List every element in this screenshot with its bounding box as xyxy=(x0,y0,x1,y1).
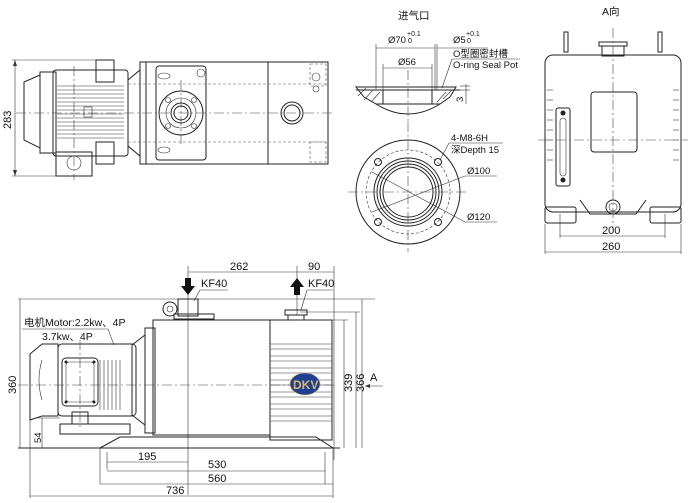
d70-tol-upper: +0.1 xyxy=(407,31,421,38)
d100-label: Ø100 xyxy=(467,166,490,177)
dim-283 xyxy=(12,59,100,177)
inlet-section-detail: 进气口 Ø70 +0.1 0 Ø5 +0.1 0 Ø56 O型圈密封槽 O-ri… xyxy=(354,9,520,122)
nameplate-area xyxy=(590,91,638,153)
inlet-arrow-icon xyxy=(181,278,195,295)
view-a-arrow-label: A xyxy=(370,372,378,384)
dim-736-label: 736 xyxy=(166,485,184,497)
motor-spec-line1: 电机Motor:2.2kw、4P xyxy=(24,316,126,329)
motor-fins-top xyxy=(57,85,124,139)
base-plate xyxy=(99,436,335,449)
d120-label: Ø120 xyxy=(467,212,490,223)
dim-90-label: 90 xyxy=(308,261,320,273)
view-a: A向 200 260 xyxy=(538,5,688,254)
motor-fan-cowl-side xyxy=(29,343,59,421)
fill-plug-top xyxy=(196,68,206,78)
d5-label: Ø5 xyxy=(453,35,466,46)
dim-530-label: 530 xyxy=(208,459,226,471)
top-view: 283 xyxy=(2,59,332,180)
foot-left xyxy=(544,206,577,224)
lifting-bracket-top xyxy=(95,59,115,83)
terminal-box-marker xyxy=(83,106,93,118)
outlet-port-side xyxy=(284,309,308,316)
motor-spec-line2: 3.7kw、4P xyxy=(42,331,93,343)
dim-339-label: 339 xyxy=(343,374,355,392)
pump-body-side xyxy=(152,319,271,436)
depth-15-label: 深Depth 15 xyxy=(451,145,499,156)
inlet-kf40-label: KF40 xyxy=(201,278,227,290)
lifting-eye-left xyxy=(563,31,569,53)
bolt-holes xyxy=(374,158,442,226)
dim-200-label: 200 xyxy=(602,225,620,237)
oring-cn-label: O型圈密封槽 xyxy=(453,48,508,60)
d70-tol-lower: 0 xyxy=(408,38,412,45)
d70-label: Ø70 xyxy=(388,35,406,46)
lifting-bracket-bottom xyxy=(95,141,115,165)
oring-en-label: O-ring Seal Pot xyxy=(453,60,518,71)
thread-label: 4-M8-6H xyxy=(451,133,488,144)
d5-tol-upper: +0.1 xyxy=(466,31,480,38)
dim-283-label: 283 xyxy=(2,111,14,129)
dim-366-label: 366 xyxy=(355,374,367,392)
dim-262-label: 262 xyxy=(230,261,248,273)
dim-360-label: 360 xyxy=(7,376,19,394)
view-a-title: A向 xyxy=(602,5,620,18)
outlet-kf40-label: KF40 xyxy=(308,278,334,290)
oil-sight-glass xyxy=(555,107,571,187)
d5-tol-lower: 0 xyxy=(467,38,471,45)
lifting-eye-side xyxy=(162,301,178,317)
outlet-arrow-icon xyxy=(290,278,304,295)
bolt-top-view-2 xyxy=(157,146,171,154)
sight-plug-top xyxy=(311,72,321,82)
section-hatch xyxy=(357,87,453,103)
dim-560-label: 560 xyxy=(208,473,226,485)
side-view: 262 90 KF40 KF40 xyxy=(7,261,383,498)
dim-260-label: 260 xyxy=(602,241,620,253)
foot-right xyxy=(649,206,682,224)
flange-face-view: 4-M8-6H 深Depth 15 Ø100 Ø120 xyxy=(348,122,503,252)
dim-54-label: 54 xyxy=(33,432,44,443)
d56-label: Ø56 xyxy=(398,57,416,68)
depth-3-label: 3 xyxy=(455,97,466,102)
logo-text: DKV xyxy=(293,378,318,392)
motor-fan-cowl xyxy=(23,74,41,149)
lifting-eye-right xyxy=(657,31,663,53)
inlet-port-side xyxy=(177,298,199,317)
dkv-logo: DKV xyxy=(289,372,321,396)
motor-end-cap xyxy=(39,71,57,154)
dim-195-label: 195 xyxy=(138,451,156,463)
bolt-top-view-1 xyxy=(157,72,171,80)
bore-section xyxy=(382,89,433,105)
inlet-title: 进气口 xyxy=(398,9,430,22)
